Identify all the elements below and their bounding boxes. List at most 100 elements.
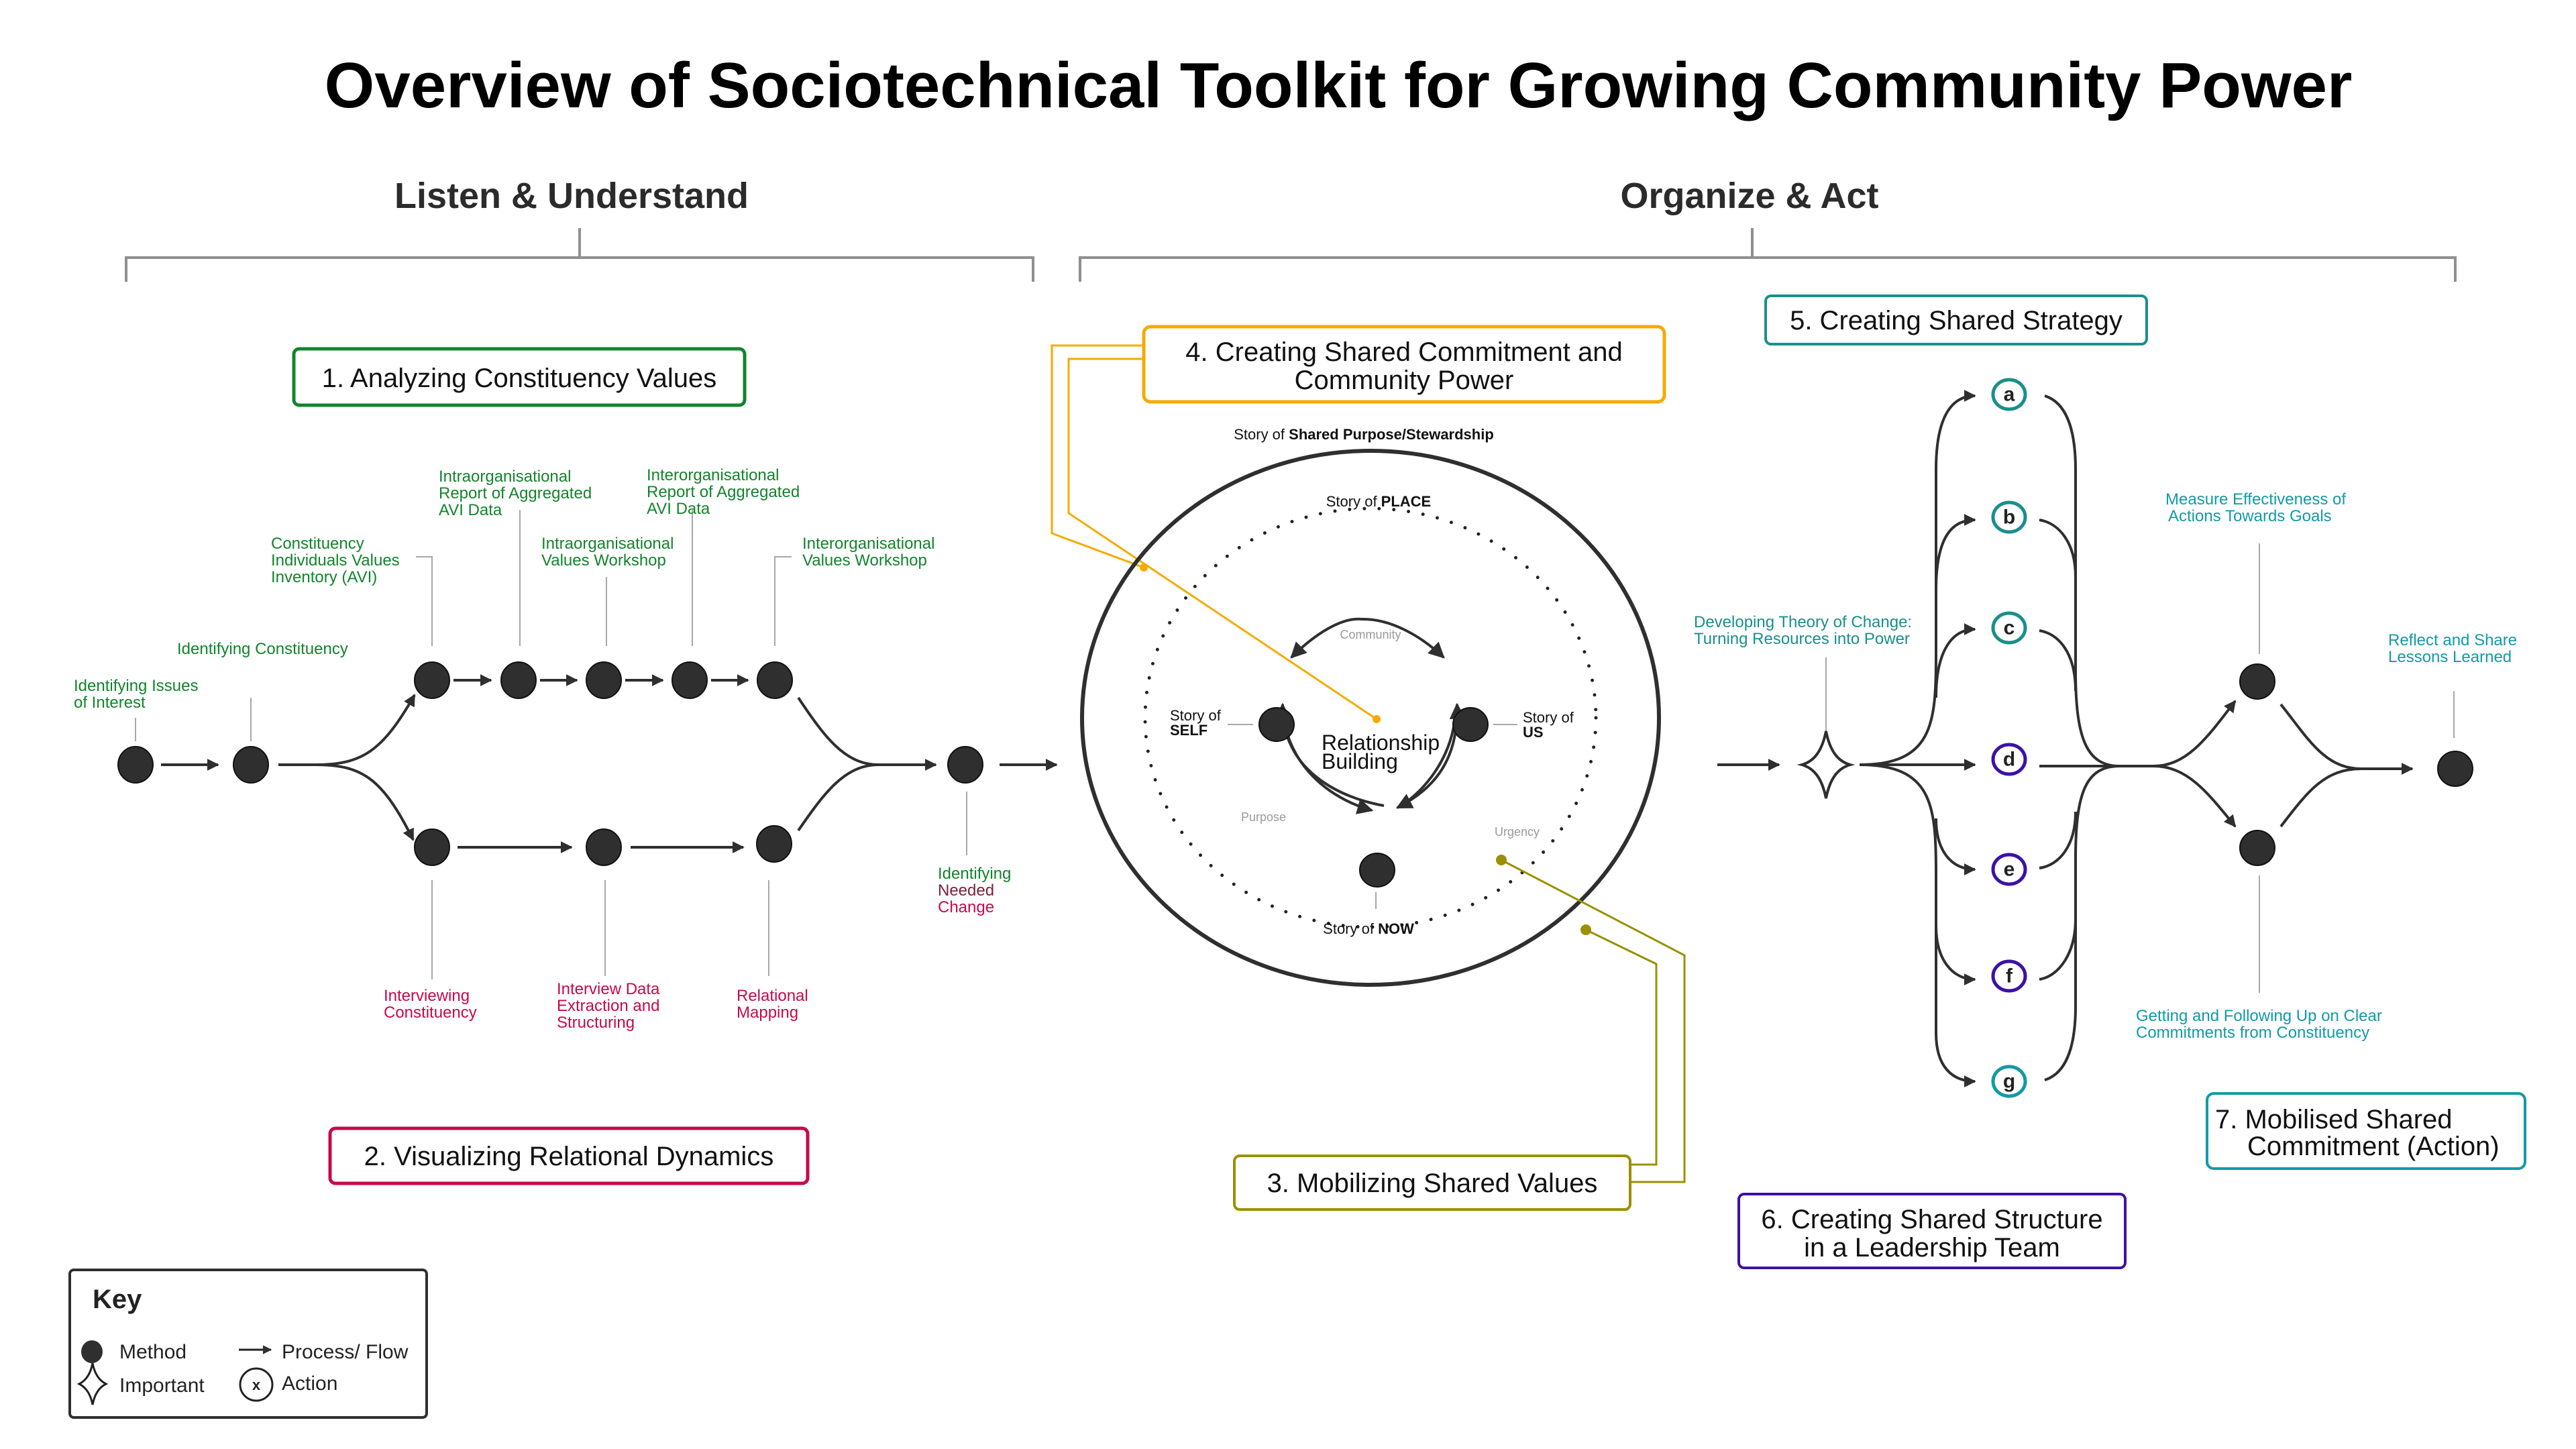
important-icon: [76, 1362, 109, 1405]
node-story-us[interactable]: [1452, 707, 1489, 742]
node-story-now[interactable]: [1359, 853, 1395, 888]
strategy-option-letter: f: [2006, 965, 2013, 987]
strategy-option-ring: [1991, 959, 2027, 993]
label-constituency: Identifying Constituency: [177, 640, 348, 658]
node-extraction[interactable]: [586, 828, 622, 866]
key-legend: Key Method Process/ Flow Important x Act…: [68, 1269, 428, 1419]
strategy-option-d[interactable]: d: [1991, 743, 2027, 776]
node-measure[interactable]: [2239, 663, 2275, 700]
story-now: Story of NOW: [1323, 920, 1414, 937]
important-diamond-icon[interactable]: [1796, 731, 1856, 799]
section-6-label-line2: in a Leadership Team: [1804, 1233, 2060, 1263]
story-shared-purpose: Story of Shared Purpose/Stewardship: [1234, 426, 1494, 443]
node-issues[interactable]: [117, 746, 154, 784]
strategy-option-ring: [1991, 1065, 2027, 1098]
node-inter-report[interactable]: [672, 661, 708, 699]
bracket-listen: [125, 228, 1034, 282]
label-urgency: Urgency: [1495, 825, 1540, 839]
node-story-self[interactable]: [1258, 707, 1295, 742]
section-6-box[interactable]: 6. Creating Shared Structure in a Leader…: [1737, 1193, 2127, 1269]
key-important: Important: [119, 1375, 205, 1397]
node-constituency[interactable]: [233, 746, 269, 784]
outer-circle: [1080, 449, 1661, 987]
node-avi[interactable]: [414, 661, 450, 699]
story-circle: Story of Shared Purpose/Stewardship Stor…: [1051, 344, 1686, 1183]
section-4-label-line1: 4. Creating Shared Commitment and: [1185, 337, 1622, 367]
dotted-circle: [1143, 506, 1598, 929]
action-icon: [239, 1367, 274, 1402]
strategy-option-b[interactable]: b: [1991, 500, 2027, 534]
key-method: Method: [119, 1341, 186, 1363]
method-icon: [81, 1340, 103, 1363]
section-2-label: 2. Visualizing Relational Dynamics: [364, 1142, 774, 1171]
key-title: Key: [93, 1285, 142, 1314]
label-theory-of-change: Developing Theory of Change:Turning Reso…: [1694, 613, 1912, 648]
strategy-option-f[interactable]: f: [1991, 959, 2027, 993]
node-intra-report[interactable]: [500, 661, 537, 699]
label-community: Community: [1340, 628, 1401, 641]
strategy-option-letter: b: [2003, 506, 2015, 529]
action-icon-glyph: x: [252, 1377, 261, 1393]
node-intra-workshop[interactable]: [586, 661, 622, 699]
strategy-option-letter: e: [2004, 859, 2015, 881]
phase-organize-act: Organize & Act: [1620, 176, 1878, 216]
node-inter-workshop[interactable]: [757, 661, 793, 699]
node-commitments[interactable]: [2239, 830, 2275, 866]
strategy-option-letter: c: [2004, 617, 2015, 639]
key-flow: Process/ Flow: [282, 1341, 409, 1363]
node-interviewing[interactable]: [414, 828, 450, 866]
section-1-label: 1. Analyzing Constituency Values: [322, 364, 717, 393]
strategy-option-letter: a: [2004, 384, 2015, 406]
strategy-flow: Developing Theory of Change:Turning Reso…: [1694, 378, 2517, 1098]
strategy-option-ring: [1991, 611, 2027, 645]
strategy-option-letter: d: [2003, 749, 2015, 771]
section-3-label: 3. Mobilizing Shared Values: [1267, 1169, 1598, 1198]
node-mapping[interactable]: [756, 825, 792, 863]
strategy-option-a[interactable]: a: [1991, 378, 2027, 411]
diagram-title: Overview of Sociotechnical Toolkit for G…: [325, 50, 2353, 121]
phase-listen-understand: Listen & Understand: [394, 176, 749, 216]
section-4-label-line2: Community Power: [1295, 366, 1514, 395]
strategy-option-c[interactable]: c: [1991, 611, 2027, 645]
label-purpose: Purpose: [1241, 810, 1286, 824]
section-7-label-line1: 7. Mobilised Shared: [2215, 1105, 2453, 1134]
key-action: Action: [282, 1373, 337, 1395]
section-6-label-line1: 6. Creating Shared Structure: [1761, 1205, 2102, 1234]
section-2-box[interactable]: 2. Visualizing Relational Dynamics: [328, 1126, 810, 1185]
section-7-label-line2: Commitment (Action): [2247, 1132, 2500, 1161]
section-7-box[interactable]: 7. Mobilised Shared Commitment (Action): [2206, 1092, 2526, 1170]
section-5-box[interactable]: 5. Creating Shared Strategy: [1764, 294, 2148, 345]
strategy-option-e[interactable]: e: [1991, 853, 2027, 886]
section-1-box[interactable]: 1. Analyzing Constituency Values: [292, 347, 747, 407]
strategy-option-ring: [1991, 853, 2027, 886]
node-needed-change[interactable]: [947, 746, 983, 784]
strategy-options: a b c d e f g: [1991, 378, 2027, 1098]
strategy-option-ring: [1991, 500, 2027, 534]
node-reflect[interactable]: [2437, 751, 2473, 787]
bracket-organize: [1079, 228, 2457, 282]
strategy-option-ring: [1991, 743, 2027, 776]
section-4-box[interactable]: 4. Creating Shared Commitment and Commun…: [1142, 325, 1666, 404]
section-3-box[interactable]: 3. Mobilizing Shared Values: [1233, 1155, 1631, 1211]
strategy-option-ring: [1991, 378, 2027, 411]
strategy-option-letter: g: [2003, 1071, 2015, 1093]
strategy-option-g[interactable]: g: [1991, 1065, 2027, 1098]
